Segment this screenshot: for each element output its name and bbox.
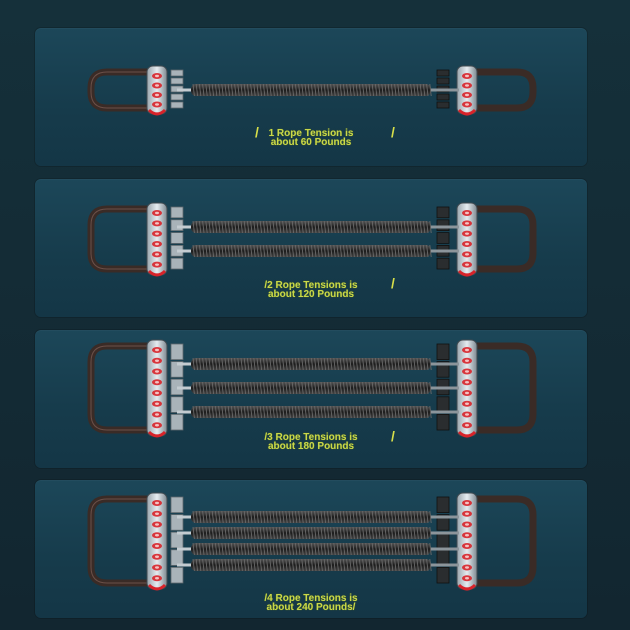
right-strap xyxy=(469,68,537,112)
chest-expander-two-ropes xyxy=(87,202,537,277)
left-strap xyxy=(87,205,155,273)
caption-line-2: about 240 Pounds/ xyxy=(266,602,356,613)
tension-caption: 1 Rope Tension is about 60 Pounds xyxy=(35,128,587,148)
panel-one-rope: / / 1 Rope Tension is about 60 Pounds xyxy=(35,28,587,166)
tension-caption: /3 Rope Tensions is about 180 Pounds xyxy=(35,432,587,452)
chest-expander-four-ropes xyxy=(87,492,537,591)
tension-caption: /4 Rope Tensions is about 240 Pounds/ xyxy=(35,593,587,613)
panel-two-ropes: / /2 Rope Tensions is about 120 Pounds xyxy=(35,179,587,317)
right-strap xyxy=(469,495,537,587)
decor-slash-right: / xyxy=(391,275,395,291)
chest-expander-one-rope xyxy=(87,65,537,116)
right-grip xyxy=(456,492,478,590)
tension-caption: /2 Rope Tensions is about 120 Pounds xyxy=(35,280,587,300)
caption-line-1: /4 Rope Tensions is xyxy=(264,593,358,604)
left-grip xyxy=(146,492,168,590)
caption-line-1: /2 Rope Tensions is xyxy=(264,280,358,291)
right-grip xyxy=(456,339,478,437)
caption-line-1: 1 Rope Tension is xyxy=(268,128,354,139)
left-strap xyxy=(87,342,155,434)
caption-line-1: /3 Rope Tensions is xyxy=(264,432,358,443)
caption-line-2: about 180 Pounds xyxy=(267,441,355,452)
decor-slash-left: / xyxy=(255,124,259,140)
caption-line-2: about 120 Pounds xyxy=(267,289,355,300)
left-grip xyxy=(146,339,168,437)
right-strap xyxy=(469,342,537,434)
right-strap xyxy=(469,205,537,273)
panel-four-ropes: /4 Rope Tensions is about 240 Pounds/ xyxy=(35,480,587,618)
decor-slash-right: / xyxy=(391,124,395,140)
left-strap xyxy=(87,495,155,587)
chest-expander-three-ropes xyxy=(87,339,537,438)
caption-line-2: about 60 Pounds xyxy=(270,137,352,148)
decor-slash-right: / xyxy=(391,428,395,444)
panel-three-ropes: / /3 Rope Tensions is about 180 Pounds xyxy=(35,330,587,468)
left-strap xyxy=(87,68,155,112)
